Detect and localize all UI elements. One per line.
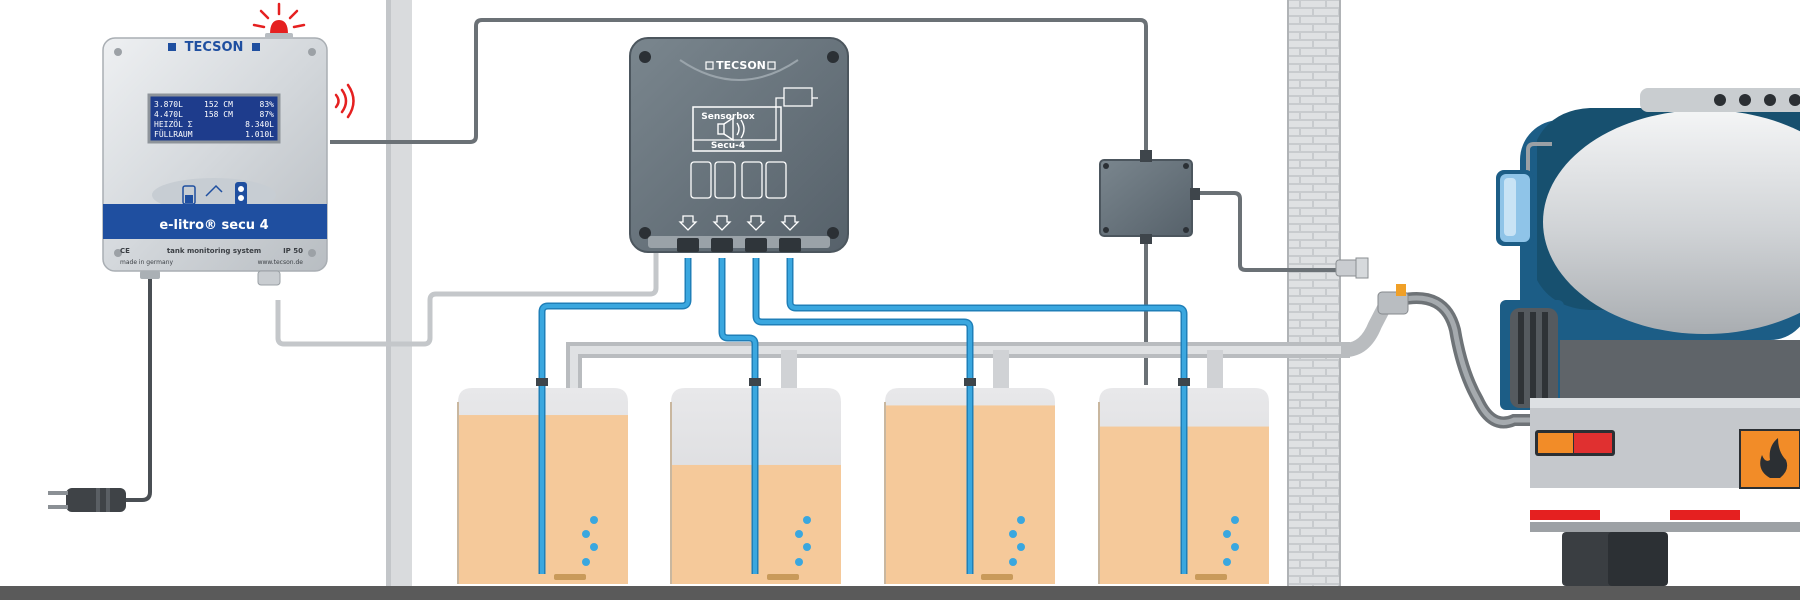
bubble-icon <box>1231 543 1239 551</box>
ce-mark: CE <box>120 247 130 255</box>
bubble-icon <box>1009 530 1017 538</box>
sensor-probe <box>1195 574 1227 580</box>
sensor-line-highlight <box>540 258 690 574</box>
oil-tanks <box>457 388 1269 584</box>
fill-nozzle-coupling <box>1335 257 1409 315</box>
bubble-icon <box>590 516 598 524</box>
cable-gland <box>779 238 801 252</box>
display-cell: 3.870L <box>154 100 183 109</box>
display-cell: 1.010L <box>245 130 274 139</box>
arrow-down-icon <box>678 215 698 231</box>
input-arrow-icons <box>678 215 800 231</box>
sensorbox: TECSON Sensorbox Secu-4 <box>629 37 849 253</box>
sensorbox-label: Sensorbox <box>701 112 755 122</box>
bubble-icon <box>1223 530 1231 538</box>
display-cell: 152 CM <box>204 100 233 109</box>
sensor-probe <box>767 574 799 580</box>
bubble-icon <box>1009 558 1017 566</box>
display-cell: FÜLLRAUM <box>154 129 193 139</box>
bubble-icon <box>582 530 590 538</box>
sensorbox-brand: TECSON <box>716 59 766 72</box>
bubble-icon <box>582 558 590 566</box>
inner-wall <box>386 0 412 586</box>
sensor-cables <box>536 258 1190 574</box>
cable-gland <box>677 238 699 252</box>
arrow-down-icon <box>746 215 766 231</box>
bubble-icon <box>1017 516 1025 524</box>
flammable-icon <box>1760 438 1788 478</box>
tanker-truck <box>1496 88 1800 586</box>
brick-wall <box>1287 0 1341 586</box>
bubble-icon <box>1231 516 1239 524</box>
sensor-line-highlight <box>788 258 1186 574</box>
e-litro-controller: TECSON 3.870L 152 CM 83% 4.470L 158 CM 87% HEI… <box>102 37 328 286</box>
cable-gland <box>745 238 767 252</box>
alarm-light-icon <box>252 2 306 39</box>
display-cell: 4.470L <box>154 110 183 119</box>
made-in-label: made in germany <box>120 259 173 266</box>
bubble-icon <box>1223 558 1231 566</box>
tank-fitting <box>964 378 976 386</box>
junction-box <box>1099 150 1200 244</box>
controller-power-cable <box>124 270 152 502</box>
cable-gland <box>711 238 733 252</box>
arrow-down-icon <box>780 215 800 231</box>
website-label: www.tecson.de <box>258 259 304 266</box>
sensor-line-highlight <box>754 258 972 574</box>
wireless-signal-icon <box>334 83 355 119</box>
controller-subtitle: tank monitoring system <box>167 247 261 255</box>
hose-reel <box>1510 308 1558 408</box>
bubble-icon <box>803 516 811 524</box>
sensor-line-highlight <box>720 258 757 574</box>
tank-fitting <box>536 378 548 386</box>
controller-product-name: e-litro® secu 4 <box>159 218 268 233</box>
ip-rating: IP 50 <box>283 247 303 255</box>
fill-pipe <box>566 296 1395 388</box>
relay-icon <box>693 87 818 141</box>
bubble-icon <box>590 543 598 551</box>
sensor-probe <box>981 574 1013 580</box>
ground <box>0 586 1800 600</box>
sensor-slot-icons <box>690 161 787 199</box>
tank-fitting <box>749 378 761 386</box>
tank-fitting <box>1178 378 1190 386</box>
controller-display: 3.870L 152 CM 83% 4.470L 158 CM 87% HEIZÖL Σ 8.… <box>154 100 274 139</box>
display-cell: 83% <box>260 100 275 109</box>
bubble-icon <box>795 558 803 566</box>
display-cell: HEIZÖL Σ <box>154 119 193 129</box>
sensorbox-ports <box>677 238 801 252</box>
display-cell: 8.340L <box>245 120 274 129</box>
bubble-icon <box>803 543 811 551</box>
tank-level-icons <box>182 182 247 206</box>
bubble-icon <box>1017 543 1025 551</box>
speaker-icon <box>717 116 745 142</box>
arrow-down-icon <box>712 215 732 231</box>
controller-to-sensorbox-cable <box>275 250 659 347</box>
bubble-icon <box>795 530 803 538</box>
display-cell: 87% <box>260 110 275 119</box>
sensorbox-model: Secu-4 <box>711 141 745 151</box>
controller-brand: TECSON <box>185 40 244 55</box>
fuel-hose <box>1398 292 1530 429</box>
sensor-probe <box>554 574 586 580</box>
power-plug-icon <box>48 488 126 512</box>
display-cell: 158 CM <box>204 110 233 119</box>
